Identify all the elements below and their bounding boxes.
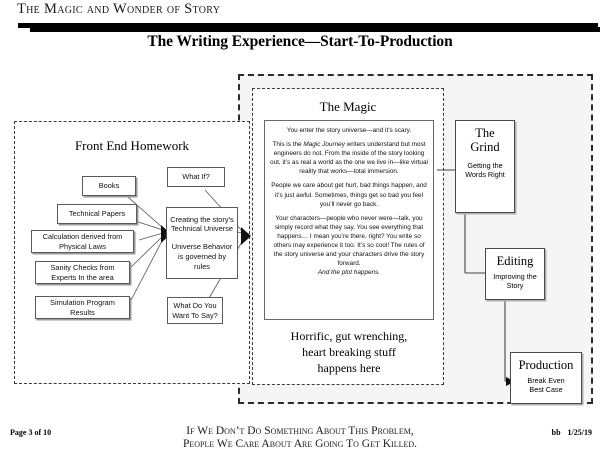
magic-footer-line-3: happens here — [317, 361, 381, 376]
front-end-homework-title: Front End Homework — [74, 138, 190, 153]
hub-line-4: is governed by rules — [177, 251, 227, 271]
header-rule — [0, 21, 600, 35]
stage-heading: Editing — [486, 254, 544, 268]
magic-paragraph-2: This is the Magic Journey writers unders… — [270, 140, 428, 176]
magic-footer-line-2: heart breaking stuff — [302, 345, 396, 360]
input-box-sanity-checks[interactable]: Sanity Checks from Experts In the area — [35, 261, 130, 284]
magic-p4-text: Your characters—people who never were—ta… — [273, 214, 425, 268]
the-magic-title: The Magic — [319, 99, 377, 114]
footer-date: 1/25/19 — [567, 428, 592, 437]
stage-box-production[interactable]: Production Break Even Best Case — [510, 352, 582, 404]
hub-line-1: Creating the story’s — [170, 214, 234, 224]
input-box-technical-papers[interactable]: Technical Papers — [57, 204, 137, 224]
input-box-label: Simulation Program Results — [50, 297, 115, 317]
stage-heading-line-2: Grind — [470, 140, 500, 154]
magic-footer-line-1: Horrific, gut wrenching, — [290, 329, 408, 343]
stage-heading-line-1: Editing — [496, 254, 534, 268]
footer-tagline-line-2: People We Care About Are Going To Get Ki… — [182, 438, 418, 451]
stage-box-the-grind[interactable]: The Grind Getting the Words Right — [455, 120, 515, 213]
stage-sub-line-2: Best Case — [529, 385, 563, 395]
magic-paragraph-3: People we care about get hurt, bad thing… — [271, 182, 427, 208]
stage-sub-line-1: Improving the — [493, 272, 537, 281]
technical-universe-hub[interactable]: Creating the story’s Technical Universe … — [166, 207, 238, 279]
slide-kicker: The Magic and Wonder of Story — [17, 1, 221, 17]
stage-heading-line-1: Production — [518, 358, 574, 372]
footer-meta: bb 1/25/19 — [552, 428, 592, 437]
magic-narrative-text: You enter the story universe—and it’s sc… — [264, 120, 434, 320]
input-box-books[interactable]: Books — [82, 176, 136, 196]
magic-p2-lead: This is the — [272, 141, 304, 149]
stage-box-editing[interactable]: Editing Improving the Story — [485, 248, 545, 300]
stage-heading: The Grind — [456, 126, 514, 154]
question-box-what-do-you-want-to-say[interactable]: What Do You Want To Say? — [167, 297, 223, 324]
input-box-label: Sanity Checks from Experts In the area — [50, 262, 115, 282]
magic-p4-emphasis: And the plot happens. — [317, 269, 381, 277]
stage-subtext: Getting the Words Right — [456, 161, 514, 180]
question-box-what-if[interactable]: What If? — [167, 167, 225, 187]
input-box-label: Calculation derived from Physical Laws — [42, 231, 123, 251]
footer-page-number: Page 3 of 10 — [10, 428, 52, 437]
magic-footer-text: Horrific, gut wrenching, heart breaking … — [256, 328, 442, 377]
input-box-label: Books — [98, 181, 120, 191]
question-box-label: What Do You Want To Say? — [172, 300, 218, 320]
hub-line-2: Technical Universe — [170, 224, 234, 234]
header-rule-lower — [30, 27, 600, 32]
stage-heading: Production — [511, 358, 581, 372]
hub-line-3: Universe Behavior — [171, 242, 233, 252]
stage-sub-line-1: Getting the — [467, 161, 503, 170]
page-title: The Writing Experience—Start-To-Producti… — [147, 33, 453, 50]
footer-tagline: If We Don’t Do Something About This Prob… — [120, 425, 480, 452]
input-box-simulation[interactable]: Simulation Program Results — [35, 296, 130, 319]
magic-p2-rest: writers understand but most engineers do… — [270, 141, 428, 176]
footer-initials: bb — [551, 428, 561, 437]
magic-paragraph-1: You enter the story universe—and it’s sc… — [286, 127, 412, 134]
header-rule-block — [30, 23, 312, 32]
footer-tagline-line-1: If We Don’t Do Something About This Prob… — [186, 425, 414, 437]
stage-heading-line-1: The — [475, 126, 495, 140]
magic-p2-emphasis: Magic Journey — [303, 141, 345, 149]
stage-subtext: Break Even Best Case — [511, 376, 581, 395]
input-box-calculation[interactable]: Calculation derived from Physical Laws — [31, 230, 134, 253]
input-box-label: Technical Papers — [68, 209, 126, 219]
stage-sub-line-2: Words Right — [465, 170, 505, 180]
magic-paragraph-4: Your characters—people who never were—ta… — [270, 214, 428, 278]
stage-subtext: Improving the Story — [486, 272, 544, 291]
stage-sub-line-1: Break Even — [527, 376, 565, 385]
question-box-label: What If? — [182, 172, 210, 182]
stage-sub-line-2: Story — [506, 281, 524, 291]
